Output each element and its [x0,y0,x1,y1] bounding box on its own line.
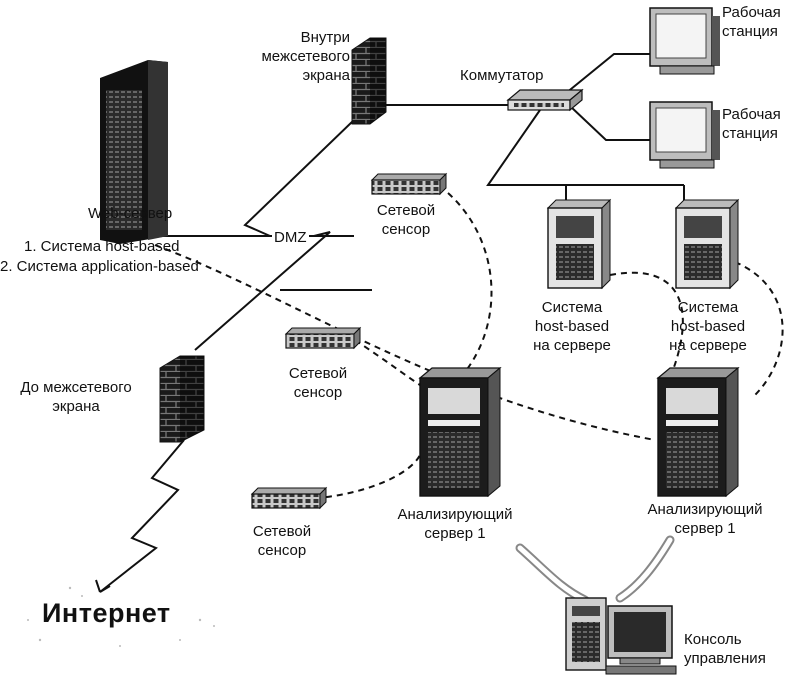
server-tower-icon [674,198,740,290]
link-dmz-bus [194,231,331,351]
link-switch-servers [486,109,684,186]
firewall-wall-icon [159,355,205,443]
network-sensor-icon [370,172,448,196]
console-computer-icon [565,597,677,675]
network-sensor-icon [284,326,362,350]
dashed-sensor-mid-analyzer1 [354,339,421,386]
dashed-host2-right-analyzer2 [734,261,784,396]
background-speckle [27,586,215,647]
host-system-item-1: 1. Система host-based [24,238,180,255]
dashed-sensor-top-analyzer1 [447,192,493,373]
network-sensor-icon [250,486,328,510]
dmz-label: DMZ [272,228,309,247]
link-switch-workstation-mid [569,105,650,141]
host-system-item-2: 2. Система application-based [0,258,199,275]
workstation-monitor-icon [649,101,720,169]
server-tower-icon [100,60,168,244]
workstation-monitor-icon [649,7,720,75]
web-server-label: Web-сервер [88,205,173,222]
firewall-wall-icon [351,37,387,125]
link-switch-workstation-top [559,53,650,99]
link-firewall-dmz [243,119,355,237]
switch-icon [506,88,584,112]
server-tower-icon [656,366,740,498]
lightning-bolt-icon [95,579,111,593]
dashed-webserver-analyzer2 [154,244,656,441]
internet-label: Интернет [42,598,171,628]
link-lightning [99,439,185,593]
switch-label: Коммутатор [460,67,544,84]
network-links [99,53,685,593]
dashed-host2-analyzer2 [609,271,684,401]
server-tower-icon [418,366,502,498]
server-tower-icon [546,198,612,290]
